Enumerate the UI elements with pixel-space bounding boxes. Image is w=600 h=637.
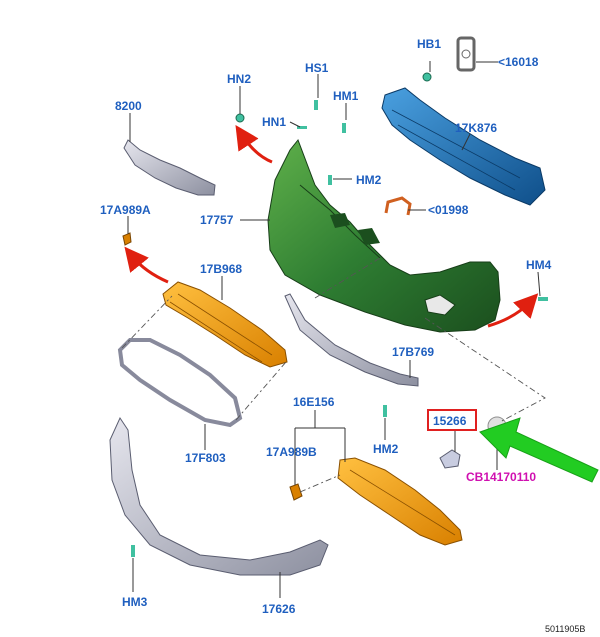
bolt-hb1 (422, 72, 432, 82)
figure-id: 5011905B (545, 624, 585, 634)
label-01998: <01998 (428, 203, 469, 217)
green-pointer-arrow (479, 417, 599, 483)
bracket-17a989a (122, 232, 132, 246)
label-hs1: HS1 (305, 61, 329, 75)
chrome-strip-17b769 (284, 293, 419, 387)
label-17k876: 17K876 (455, 121, 497, 135)
label-17a989a: 17A989A (100, 203, 151, 217)
label-15266: 15266 (433, 414, 467, 428)
label-hm2-top: HM2 (356, 173, 382, 187)
label-17b968: 17B968 (200, 262, 242, 276)
label-hb1: HB1 (417, 37, 441, 51)
bracket-01998 (384, 196, 412, 216)
clip-icon (131, 100, 548, 557)
label-8200: 8200 (115, 99, 142, 113)
highlight-box (427, 409, 477, 431)
bracket-16018 (456, 36, 476, 72)
label-hm1: HM1 (333, 89, 359, 103)
label-17626: 17626 (262, 602, 296, 616)
label-17a989b: 17A989B (266, 445, 317, 459)
label-16018: <16018 (498, 55, 539, 69)
red-curved-arrow (124, 124, 539, 328)
lower-grille-17b968 (162, 281, 288, 368)
deflector-16e156 (337, 457, 463, 546)
label-hm3: HM3 (122, 595, 148, 609)
label-hm4: HM4 (526, 258, 552, 272)
label-hm2-bottom: HM2 (373, 442, 399, 456)
label-17f803: 17F803 (185, 451, 226, 465)
label-hn2-top: HN2 (227, 72, 251, 86)
label-17b769: 17B769 (392, 345, 434, 359)
upper-grille (123, 139, 216, 196)
label-hn1: HN1 (262, 115, 286, 129)
label-16e156: 16E156 (293, 395, 335, 409)
label-17757: 17757 (200, 213, 234, 227)
bumper-cover (267, 139, 501, 333)
grille-frame-17f803 (117, 338, 243, 428)
assembly-lines (121, 257, 546, 493)
label-cb-code: CB14170110 (466, 470, 536, 484)
lower-valance-17626 (109, 416, 329, 576)
leader-lines (127, 61, 541, 598)
